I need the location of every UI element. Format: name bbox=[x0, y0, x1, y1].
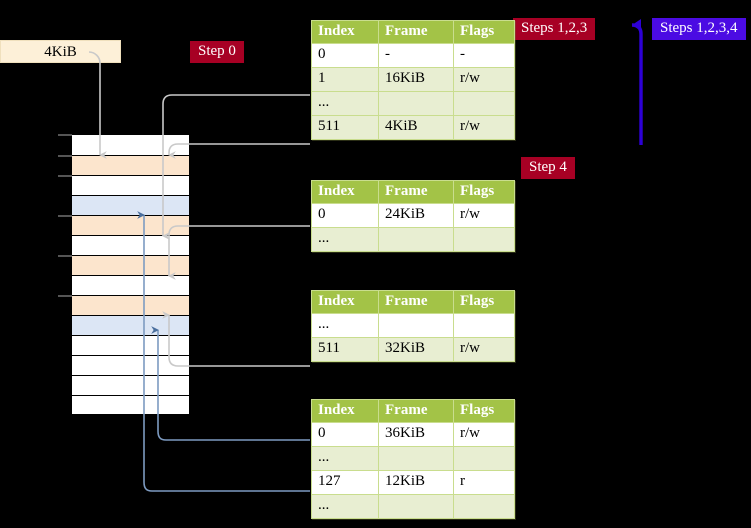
memory-row bbox=[71, 195, 190, 215]
cell-flags bbox=[453, 446, 515, 471]
cell-frame: 16KiB bbox=[378, 67, 454, 92]
cell-frame: 24KiB bbox=[378, 203, 454, 228]
frame-tick bbox=[58, 295, 72, 297]
cell-frame bbox=[378, 91, 454, 116]
frame-tick bbox=[58, 134, 72, 136]
link-t4r127-to-frame bbox=[137, 211, 310, 492]
cell-frame bbox=[378, 446, 454, 471]
page-table-level-2: Index Frame Flags 0 24KiB r/w ... bbox=[311, 180, 515, 252]
column-header-index: Index bbox=[311, 290, 379, 314]
table-row: 511 4KiB r/w bbox=[311, 115, 515, 140]
cell-index: 0 bbox=[311, 422, 379, 447]
frame-label-4kib: 4KiB bbox=[0, 40, 121, 63]
column-header-flags: Flags bbox=[453, 290, 515, 314]
cell-index: ... bbox=[311, 227, 379, 252]
memory-row bbox=[71, 155, 190, 175]
memory-row bbox=[71, 355, 190, 375]
cell-index: 511 bbox=[311, 337, 379, 362]
column-header-index: Index bbox=[311, 180, 379, 204]
cell-index: 0 bbox=[311, 203, 379, 228]
memory-row bbox=[71, 335, 190, 355]
cell-index: ... bbox=[311, 494, 379, 519]
cell-flags: r/w bbox=[453, 203, 515, 228]
frame-tick bbox=[58, 155, 72, 157]
cell-flags: r/w bbox=[453, 337, 515, 362]
cell-frame: 4KiB bbox=[378, 115, 454, 140]
cell-flags bbox=[453, 227, 515, 252]
cell-frame bbox=[378, 313, 454, 338]
table-row: ... bbox=[311, 313, 515, 338]
table-row: ... bbox=[311, 91, 515, 116]
memory-row bbox=[71, 375, 190, 395]
cell-flags: r/w bbox=[453, 422, 515, 447]
memory-row bbox=[71, 315, 190, 335]
badge-step-0: Step 0 bbox=[190, 41, 244, 63]
cell-index: 1 bbox=[311, 67, 379, 92]
page-table-level-4: Index Frame Flags 0 36KiB r/w ... 127 12… bbox=[311, 399, 515, 519]
link-t1r1-to-frame bbox=[162, 94, 310, 240]
column-header-index: Index bbox=[311, 20, 379, 44]
cell-frame: 12KiB bbox=[378, 470, 454, 495]
link-t2r0-to-frame bbox=[168, 225, 310, 280]
physical-memory-frames bbox=[71, 134, 190, 415]
memory-row bbox=[71, 275, 190, 295]
cell-flags: r/w bbox=[453, 67, 515, 92]
link-t3r511-to-frame bbox=[162, 311, 310, 367]
column-header-frame: Frame bbox=[378, 399, 454, 423]
cell-frame bbox=[378, 494, 454, 519]
memory-row bbox=[71, 255, 190, 275]
table-row: 511 32KiB r/w bbox=[311, 337, 515, 362]
column-header-frame: Frame bbox=[378, 180, 454, 204]
table-row: 1 16KiB r/w bbox=[311, 67, 515, 92]
link-t1r511-to-frame bbox=[168, 143, 310, 159]
link-4kib-to-frame bbox=[88, 51, 107, 159]
column-header-flags: Flags bbox=[453, 180, 515, 204]
table-row: ... bbox=[311, 494, 515, 519]
cell-frame: 32KiB bbox=[378, 337, 454, 362]
cell-index: 127 bbox=[311, 470, 379, 495]
memory-row bbox=[71, 215, 190, 235]
cell-flags bbox=[453, 91, 515, 116]
memory-row bbox=[71, 295, 190, 315]
page-table-level-1: Index Frame Flags 0 - - 1 16KiB r/w ... bbox=[311, 20, 515, 140]
memory-row bbox=[71, 395, 190, 415]
column-header-flags: Flags bbox=[453, 20, 515, 44]
cell-flags: r/w bbox=[453, 115, 515, 140]
cell-frame bbox=[378, 227, 454, 252]
badge-step-4: Step 4 bbox=[521, 157, 575, 179]
page-table-level-3: Index Frame Flags ... 511 32KiB r/w bbox=[311, 290, 515, 362]
frame-tick bbox=[58, 255, 72, 257]
cell-index: ... bbox=[311, 313, 379, 338]
cell-index: ... bbox=[311, 91, 379, 116]
cell-flags bbox=[453, 313, 515, 338]
badge-steps-1-2-3: Steps 1,2,3 bbox=[513, 18, 596, 40]
cell-frame: - bbox=[378, 43, 454, 68]
table-row: 0 24KiB r/w bbox=[311, 203, 515, 228]
table-row: ... bbox=[311, 227, 515, 252]
column-header-index: Index bbox=[311, 399, 379, 423]
cell-index: ... bbox=[311, 446, 379, 471]
steps-progression-arrow bbox=[631, 23, 643, 145]
frame-tick bbox=[58, 175, 72, 177]
column-header-frame: Frame bbox=[378, 290, 454, 314]
table-row: 0 - - bbox=[311, 43, 515, 68]
memory-row bbox=[71, 175, 190, 195]
cell-index: 511 bbox=[311, 115, 379, 140]
frame-tick bbox=[58, 215, 72, 217]
link-t4r0-to-frame bbox=[151, 326, 310, 441]
cell-flags bbox=[453, 494, 515, 519]
table-row: 127 12KiB r bbox=[311, 470, 515, 495]
table-row: ... bbox=[311, 446, 515, 471]
column-header-frame: Frame bbox=[378, 20, 454, 44]
steps-progression-arrowhead bbox=[632, 19, 641, 31]
cell-flags: r bbox=[453, 470, 515, 495]
cell-index: 0 bbox=[311, 43, 379, 68]
column-header-flags: Flags bbox=[453, 399, 515, 423]
badge-steps-1-2-3-4: Steps 1,2,3,4 bbox=[652, 18, 746, 40]
memory-row bbox=[71, 235, 190, 255]
table-row: 0 36KiB r/w bbox=[311, 422, 515, 447]
cell-frame: 36KiB bbox=[378, 422, 454, 447]
cell-flags: - bbox=[453, 43, 515, 68]
